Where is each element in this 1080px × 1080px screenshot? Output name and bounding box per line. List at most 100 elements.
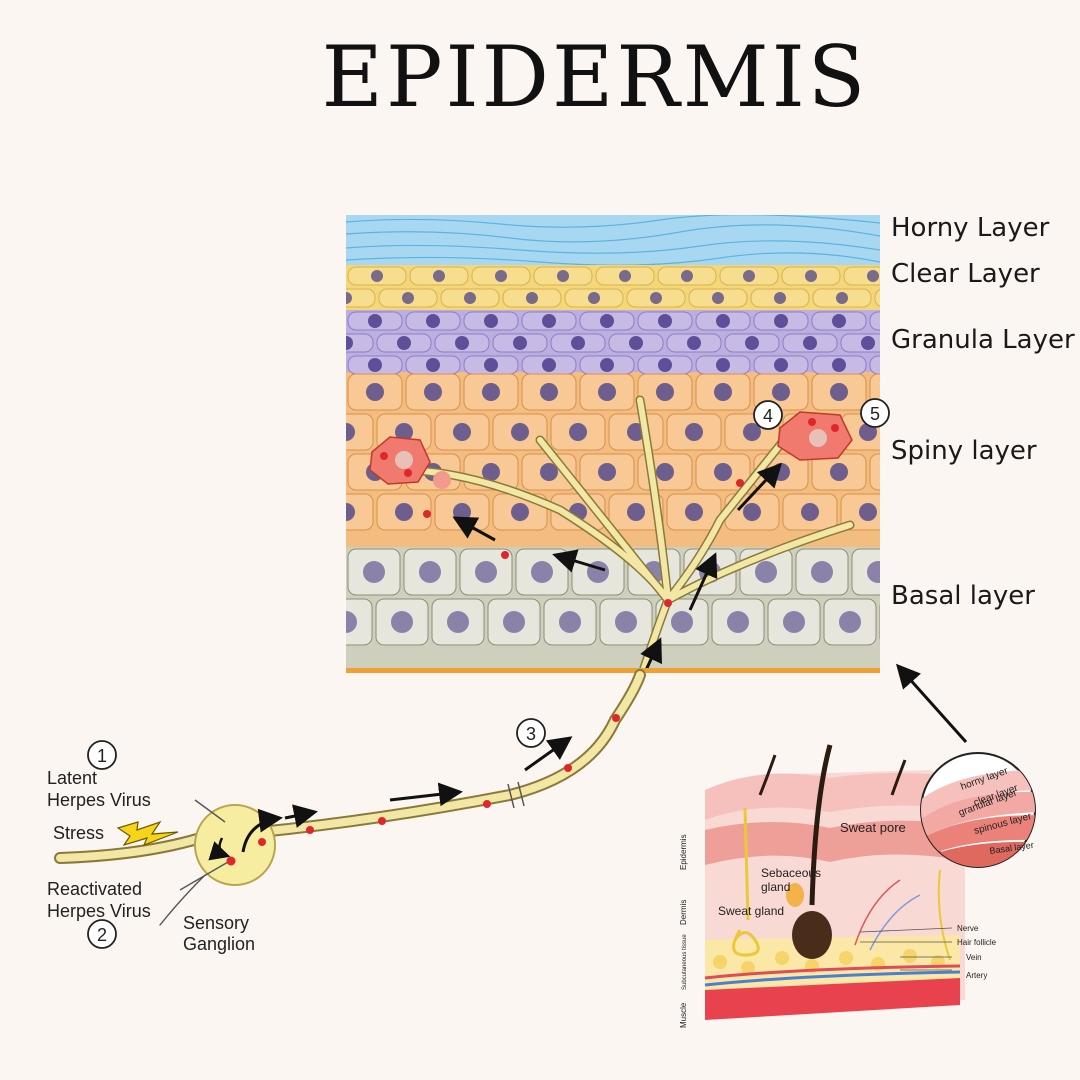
sweat-pore-label: Sweat pore — [840, 820, 906, 835]
cell-nucleus — [395, 503, 413, 521]
cell-nucleus — [656, 463, 674, 481]
cell-nucleus — [307, 561, 329, 583]
side-label-epidermis: Epidermis — [679, 834, 688, 870]
nerve-break — [507, 781, 525, 809]
side-label-subcutaneous: Subcutaneous tissue — [682, 934, 688, 990]
epidermis-block — [290, 215, 953, 670]
cell-nucleus — [511, 503, 529, 521]
cell — [869, 453, 880, 491]
cell-nucleus — [368, 314, 382, 328]
cell-nucleus — [839, 611, 861, 633]
cell-nucleus — [571, 336, 585, 350]
skin-cross-section — [704, 744, 965, 1020]
cell-nucleus — [475, 561, 497, 583]
virus-particles-block — [380, 418, 839, 607]
cell-nucleus — [783, 611, 805, 633]
cell-nucleus — [681, 270, 693, 282]
nerve-label: Nerve — [957, 924, 979, 933]
svg-text:1: 1 — [97, 746, 107, 766]
cell-nucleus — [714, 383, 732, 401]
epidermis-cells — [290, 266, 953, 646]
cell-nucleus — [464, 292, 476, 304]
cell-nucleus — [898, 292, 910, 304]
cell-nucleus — [917, 503, 935, 521]
sebaceous-label-line2: gland — [761, 880, 790, 894]
cell-nucleus — [426, 314, 440, 328]
cell-nucleus — [402, 292, 414, 304]
cell — [851, 548, 880, 596]
cell — [346, 493, 374, 531]
cell-nucleus — [803, 336, 817, 350]
svg-text:5: 5 — [870, 404, 880, 424]
horny-layer-label: Horny Layer — [891, 213, 1050, 243]
cell-nucleus — [801, 503, 819, 521]
cell — [290, 374, 344, 410]
cell-nucleus — [600, 358, 614, 372]
nerve-arrows — [284, 736, 573, 828]
cell-nucleus — [503, 611, 525, 633]
side-label-dermis: Dermis — [679, 900, 688, 925]
granula-layer-label: Granula Layer — [891, 325, 1075, 355]
cell-nucleus — [310, 314, 324, 328]
cell-nucleus — [627, 503, 645, 521]
cell-nucleus — [542, 358, 556, 372]
latent-label-line1: Latent — [47, 768, 97, 788]
cell-nucleus — [600, 314, 614, 328]
cell-nucleus — [716, 314, 730, 328]
step-badge-5: 5 — [860, 398, 890, 428]
cell-nucleus — [772, 383, 790, 401]
cell-nucleus — [484, 314, 498, 328]
reactivated-label-line1: Reactivated — [47, 879, 142, 899]
cell-nucleus — [513, 336, 527, 350]
cell-nucleus — [540, 463, 558, 481]
cell-nucleus — [447, 611, 469, 633]
step-badge-1: 1 — [87, 740, 117, 770]
cell-nucleus — [363, 561, 385, 583]
cell-nucleus — [755, 561, 777, 583]
cell-nucleus — [811, 561, 833, 583]
cell-nucleus — [453, 423, 471, 441]
cell-nucleus — [714, 463, 732, 481]
basal-layer-label: Basal layer — [891, 581, 1035, 611]
cell-nucleus — [716, 358, 730, 372]
ganglion-label-line2: Ganglion — [183, 934, 255, 954]
artery-label: Artery — [966, 971, 987, 980]
cell-nucleus — [743, 270, 755, 282]
cell-nucleus — [805, 270, 817, 282]
cell — [290, 356, 344, 374]
cell — [869, 355, 880, 375]
side-label-muscle: Muscle — [679, 1002, 688, 1028]
cell-nucleus — [615, 611, 637, 633]
cell-nucleus — [531, 561, 553, 583]
vein-label: Vein — [966, 953, 982, 962]
cell-nucleus — [455, 336, 469, 350]
cell-nucleus — [484, 358, 498, 372]
cell-nucleus — [391, 611, 413, 633]
cell-nucleus — [774, 358, 788, 372]
cell-nucleus — [774, 292, 786, 304]
leader-lines — [179, 799, 229, 891]
cell-nucleus — [619, 270, 631, 282]
cell-nucleus — [526, 292, 538, 304]
cell-nucleus — [433, 270, 445, 282]
cell-nucleus — [346, 611, 357, 633]
cell — [899, 494, 953, 530]
cell-nucleus — [371, 270, 383, 282]
cell — [346, 413, 374, 451]
sweat-gland-label: Sweat gland — [718, 904, 784, 918]
cell-nucleus — [832, 314, 846, 328]
cell-nucleus — [743, 503, 761, 521]
spiny-layer-label: Spiny layer — [891, 436, 1037, 466]
cell-nucleus — [629, 336, 643, 350]
cell-nucleus — [830, 383, 848, 401]
cell-nucleus — [685, 423, 703, 441]
virus-path-arrows — [452, 462, 783, 670]
ganglion-label-line1: Sensory — [183, 913, 249, 933]
cell-nucleus — [308, 383, 326, 401]
cell-nucleus — [346, 503, 355, 521]
cell-nucleus — [346, 336, 353, 350]
cell-nucleus — [346, 292, 352, 304]
stress-lightning-icon — [116, 820, 179, 847]
cell-nucleus — [671, 611, 693, 633]
